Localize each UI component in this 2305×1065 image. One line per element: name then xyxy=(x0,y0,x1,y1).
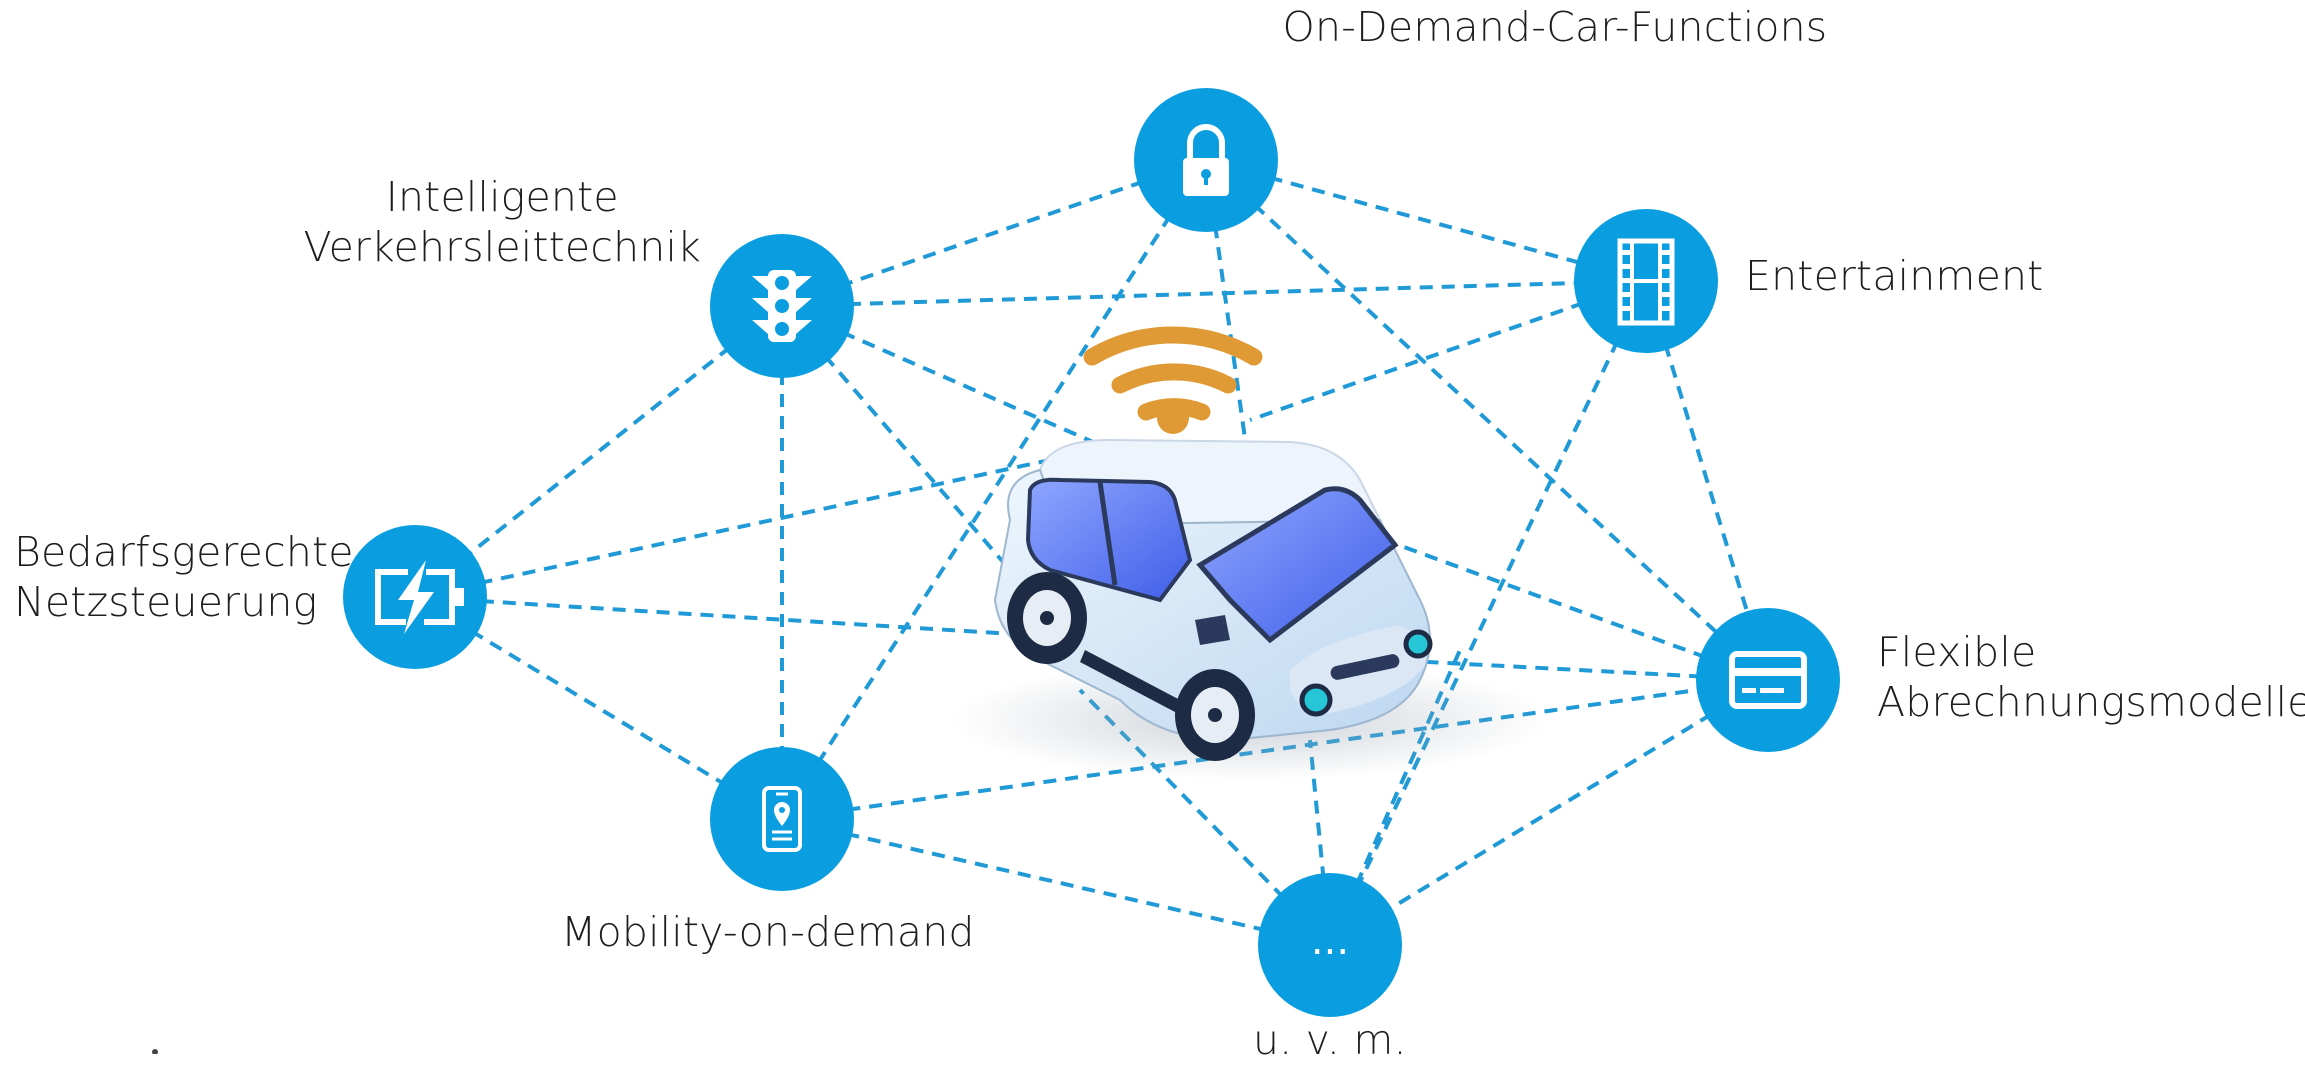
label-line: Netzsteuerung xyxy=(14,578,318,626)
link-battery-car xyxy=(414,458,1051,599)
link-billing-car xyxy=(1329,518,1769,682)
lock-icon xyxy=(1183,124,1229,196)
link-billing-more xyxy=(1328,678,1770,947)
link-traffic-battery xyxy=(413,304,784,599)
node-traffic xyxy=(710,234,854,378)
link-mobility-billing xyxy=(781,678,1769,821)
label-line: Intelligente xyxy=(385,173,619,221)
label-line: Flexible xyxy=(1877,628,2037,676)
link-traffic-entertainment xyxy=(781,279,1647,308)
link-billing-car2 xyxy=(1389,658,1769,682)
link-lock-entertainment xyxy=(1205,158,1647,283)
node-battery xyxy=(343,525,487,669)
credit-card-icon xyxy=(1729,651,1807,709)
link-lock-traffic xyxy=(781,158,1207,308)
label-flexible-abrechnungsmodelle: Flexible Abrechnungsmodelle xyxy=(1877,627,2305,727)
label-on-demand-car-functions: On-Demand-Car-Functions xyxy=(1282,3,1828,51)
label-mobility-on-demand: Mobility-on-demand xyxy=(561,908,975,956)
node-entertainment xyxy=(1574,209,1718,353)
link-mobility-more xyxy=(781,817,1331,947)
label-u-v-m: u. v. m. xyxy=(1253,1016,1407,1064)
smartphone-location-icon xyxy=(762,786,802,852)
film-strip-icon xyxy=(1617,238,1675,326)
node-more xyxy=(1258,873,1402,1017)
label-line: Verkehrsleittechnik xyxy=(303,223,701,271)
connected-car-icon xyxy=(950,326,1550,780)
battery-charging-icon xyxy=(375,560,464,634)
label-entertainment: Entertainment xyxy=(1745,252,2044,300)
node-billing xyxy=(1696,608,1840,752)
node-mobility xyxy=(710,747,854,891)
link-lock-billing xyxy=(1204,158,1770,682)
link-battery-car2 xyxy=(414,595,1031,637)
label-intelligente-verkehrsleittechnik: Intelligente Verkehrsleittechnik xyxy=(304,172,701,272)
link-traffic-car2 xyxy=(780,304,1012,572)
more-icon-text: ... xyxy=(1310,918,1350,964)
node-lock xyxy=(1134,88,1278,232)
label-line: Abrechnungsmodelle xyxy=(1877,678,2305,726)
wifi-icon xyxy=(1083,326,1263,434)
label-bedarfsgerechte-netzsteuerung: Bedarfsgerechte Netzsteuerung xyxy=(14,527,354,627)
traffic-light-icon xyxy=(752,270,812,342)
link-entertainment-more xyxy=(1328,280,1648,946)
label-line: Bedarfsgerechte xyxy=(14,528,354,576)
